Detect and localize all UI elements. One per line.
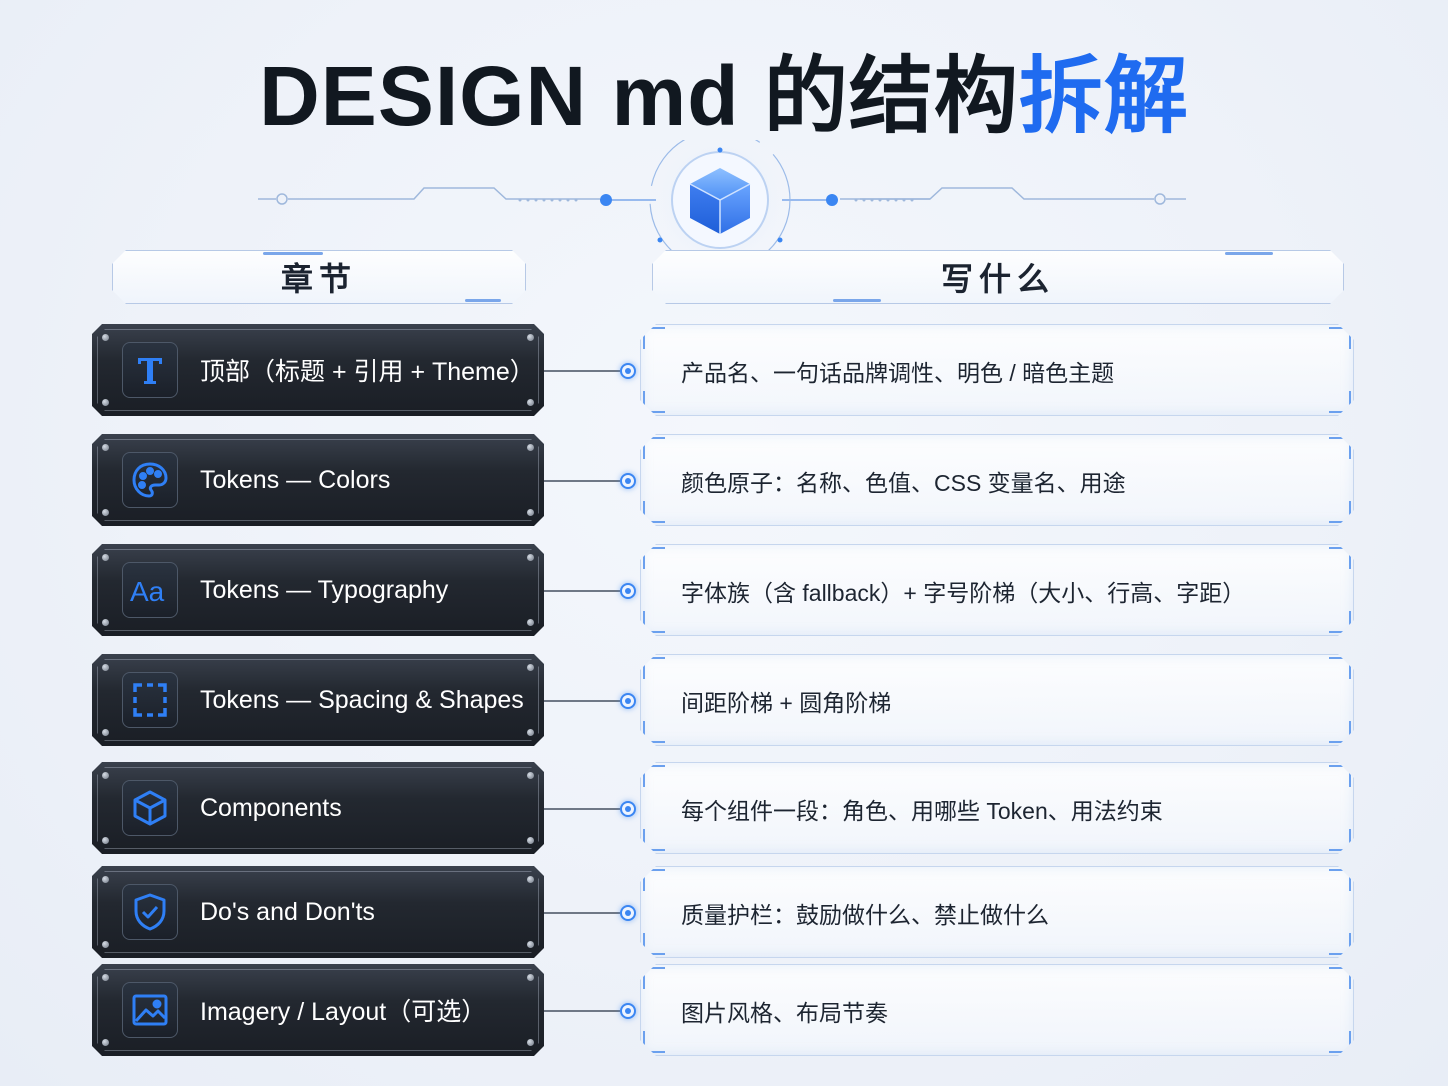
connector-line	[544, 480, 620, 482]
hero-cube-icon	[689, 168, 751, 234]
section-label: Do's and Don'ts	[200, 897, 375, 926]
cube-icon	[122, 780, 178, 836]
connector-line	[544, 370, 620, 372]
row-components: Components 每个组件一段：角色、用哪些 Token、用法约束	[0, 762, 1448, 856]
section-label: 顶部（标题 + 引用 + Theme）	[200, 358, 535, 386]
title-accent: 拆解	[1018, 49, 1189, 143]
section-chip: Imagery / Layout（可选）	[92, 964, 544, 1056]
type-t-icon	[122, 342, 178, 398]
section-label: Tokens — Spacing & Shapes	[200, 685, 524, 714]
image-icon	[122, 982, 178, 1038]
header-content-label: 写什么	[940, 261, 1055, 297]
header-section: 章节	[112, 250, 526, 304]
section-label: Tokens — Typography	[200, 575, 449, 604]
section-chip: Tokens — Colors	[92, 434, 544, 526]
description-card: 图片风格、布局节奏	[640, 964, 1354, 1056]
row-colors: Tokens — Colors 颜色原子：名称、色值、CSS 变量名、用途	[0, 434, 1448, 528]
connector-node	[620, 363, 636, 379]
description-card: 质量护栏：鼓励做什么、禁止做什么	[640, 866, 1354, 958]
section-chip: Components	[92, 762, 544, 854]
description-card: 每个组件一段：角色、用哪些 Token、用法约束	[640, 762, 1354, 854]
connector-line	[544, 912, 620, 914]
section-chip: Aa Tokens — Typography	[92, 544, 544, 636]
header-section-label: 章节	[280, 261, 357, 297]
svg-text:Aa: Aa	[130, 576, 165, 607]
connector-node	[620, 905, 636, 921]
connector-node	[620, 1003, 636, 1019]
connector-line	[544, 590, 620, 592]
description-card: 间距阶梯 + 圆角阶梯	[640, 654, 1354, 746]
title-main: DESIGN md 的结构	[259, 49, 1019, 143]
section-chip: Tokens — Spacing & Shapes	[92, 654, 544, 746]
connector-line	[544, 808, 620, 810]
header-content: 写什么	[652, 250, 1344, 304]
description-text: 字体族（含 fallback）+ 字号阶梯（大小、行高、字距）	[681, 580, 1246, 606]
shield-check-icon	[122, 884, 178, 940]
row-imagery: Imagery / Layout（可选） 图片风格、布局节奏	[0, 964, 1448, 1058]
hero-decoration	[0, 140, 1448, 250]
section-chip: 顶部（标题 + 引用 + Theme）	[92, 324, 544, 416]
connector-node	[620, 801, 636, 817]
description-text: 产品名、一句话品牌调性、明色 / 暗色主题	[681, 360, 1115, 386]
connector-node	[620, 583, 636, 599]
row-top: 顶部（标题 + 引用 + Theme） 产品名、一句话品牌调性、明色 / 暗色主…	[0, 324, 1448, 418]
description-card: 字体族（含 fallback）+ 字号阶梯（大小、行高、字距）	[640, 544, 1354, 636]
connector-node	[620, 473, 636, 489]
section-label: Imagery / Layout（可选）	[200, 998, 487, 1026]
row-typography: Aa Tokens — Typography 字体族（含 fallback）+ …	[0, 544, 1448, 638]
section-chip: Do's and Don'ts	[92, 866, 544, 958]
description-text: 间距阶梯 + 圆角阶梯	[681, 690, 892, 716]
description-text: 颜色原子：名称、色值、CSS 变量名、用途	[681, 470, 1126, 496]
section-label: Components	[200, 793, 342, 822]
palette-icon	[122, 452, 178, 508]
section-label: Tokens — Colors	[200, 465, 391, 494]
description-text: 每个组件一段：角色、用哪些 Token、用法约束	[681, 798, 1163, 824]
row-dos-donts: Do's and Don'ts 质量护栏：鼓励做什么、禁止做什么	[0, 866, 1448, 960]
row-spacing: Tokens — Spacing & Shapes 间距阶梯 + 圆角阶梯	[0, 654, 1448, 748]
dashed-square-icon	[122, 672, 178, 728]
description-card: 颜色原子：名称、色值、CSS 变量名、用途	[640, 434, 1354, 526]
connector-line	[544, 1010, 620, 1012]
connector-node	[620, 693, 636, 709]
typography-aa-icon: Aa	[122, 562, 178, 618]
description-text: 图片风格、布局节奏	[681, 1000, 888, 1026]
connector-line	[544, 700, 620, 702]
page-title: DESIGN md 的结构拆解	[0, 48, 1448, 144]
description-card: 产品名、一句话品牌调性、明色 / 暗色主题	[640, 324, 1354, 416]
description-text: 质量护栏：鼓励做什么、禁止做什么	[681, 902, 1049, 928]
